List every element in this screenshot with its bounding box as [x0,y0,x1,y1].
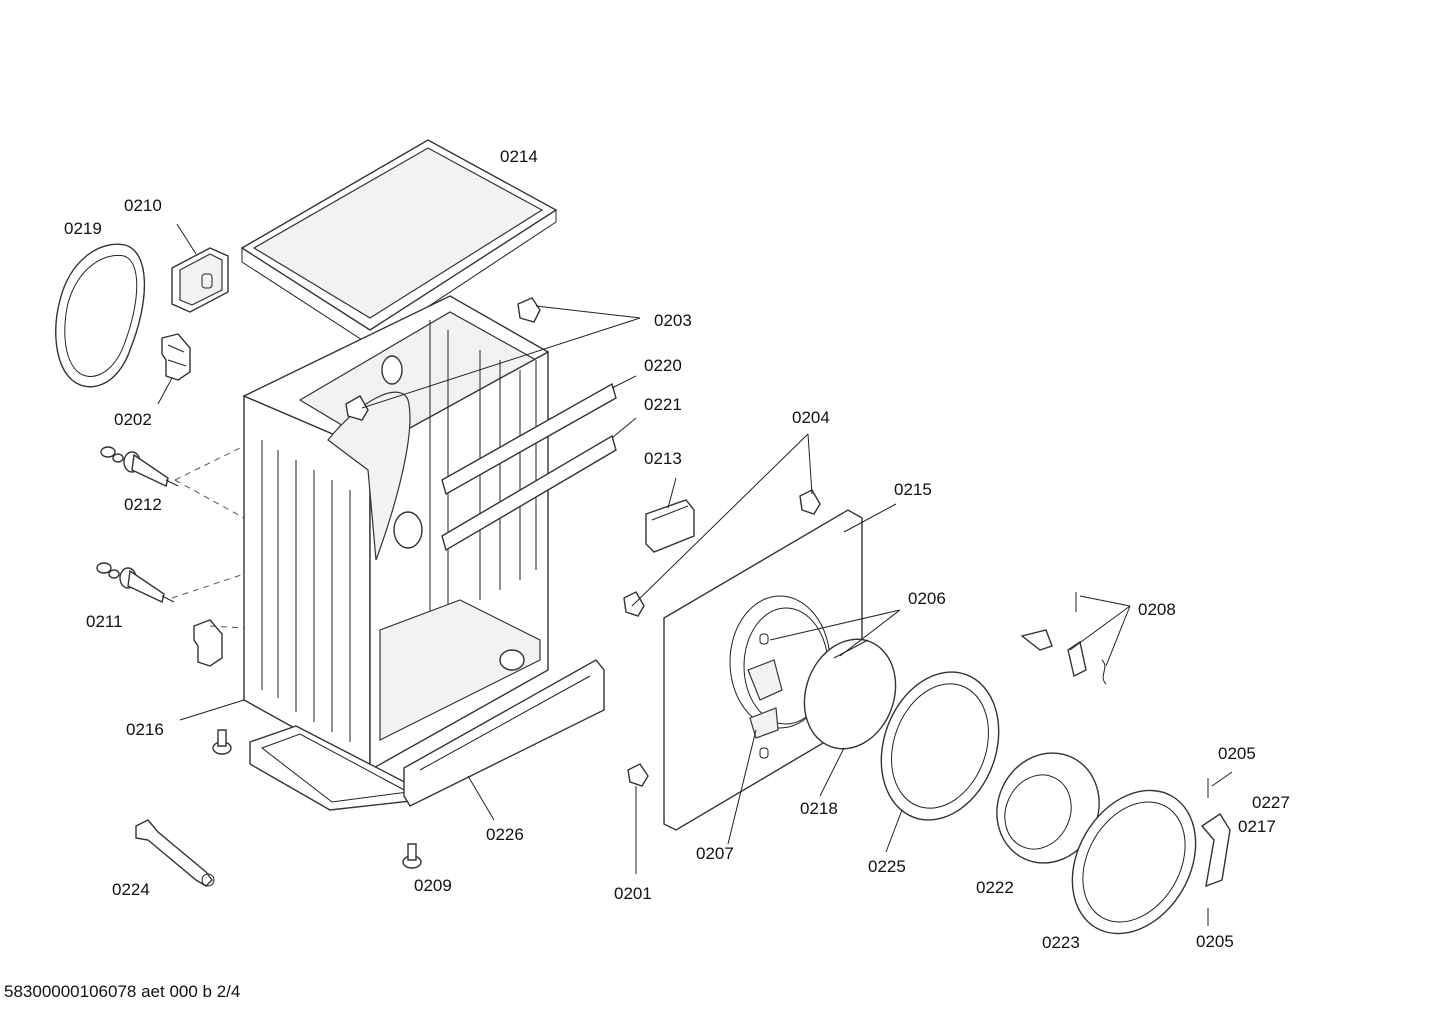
small-knob-part [627,763,649,787]
label-0219: 0219 [64,219,102,238]
foot-screw-part [100,446,179,487]
door-ring-part [880,671,1000,821]
spring-part [833,639,869,659]
clip-part [161,333,191,381]
label-0206: 0206 [908,589,946,608]
clip-part-2 [193,619,223,667]
top-cover-part [240,139,558,346]
label-0213: 0213 [644,449,682,468]
label-0207: 0207 [696,844,734,863]
document-reference: 58300000106078 aet 000 b 2/4 [4,982,241,1001]
door-handle-part [1200,813,1231,888]
label-0201: 0201 [614,884,652,903]
label-0214: 0214 [500,147,538,166]
label-0221: 0221 [644,395,682,414]
label-0210: 0210 [124,196,162,215]
label-0215: 0215 [894,480,932,499]
label-0202: 0202 [114,410,152,429]
label-0203: 0203 [654,311,692,330]
label-0209: 0209 [414,876,452,895]
leader-lines [157,223,1233,874]
door-disc-part [803,638,897,750]
label-0223: 0223 [1042,933,1080,952]
label-0204: 0204 [792,408,830,427]
rail-part [441,382,617,552]
label-0205-upper: 0205 [1218,744,1256,763]
label-0216: 0216 [126,720,164,739]
assembly-guide-2 [171,573,245,629]
label-0220: 0220 [644,356,682,375]
label-0226: 0226 [486,825,524,844]
outer-door-ring-part [1071,789,1197,935]
door-glass-part [996,752,1100,864]
label-0225: 0225 [868,857,906,876]
front-panel-part [663,509,863,831]
door-lock-part [645,499,695,553]
label-0222: 0222 [976,878,1014,897]
hinge-parts [1020,592,1107,685]
label-0217: 0217 [1238,817,1276,836]
screw-parts [212,729,422,869]
label-0208: 0208 [1138,600,1176,619]
label-0218: 0218 [800,799,838,818]
label-0211: 0211 [86,612,123,631]
label-0212: 0212 [124,495,162,514]
label-0224: 0224 [112,880,150,899]
spanner-part [135,819,215,887]
label-0205-lower: 0205 [1196,932,1234,951]
cabinet-part [242,295,550,772]
control-box-part [171,247,229,313]
assembly-guide [174,445,245,519]
detergent-drawer-part [403,659,605,807]
foot-screw-part-2 [96,562,175,603]
label-0227: 0227 [1252,793,1290,812]
gasket-part [55,243,146,388]
clip-part-3 [345,297,541,421]
